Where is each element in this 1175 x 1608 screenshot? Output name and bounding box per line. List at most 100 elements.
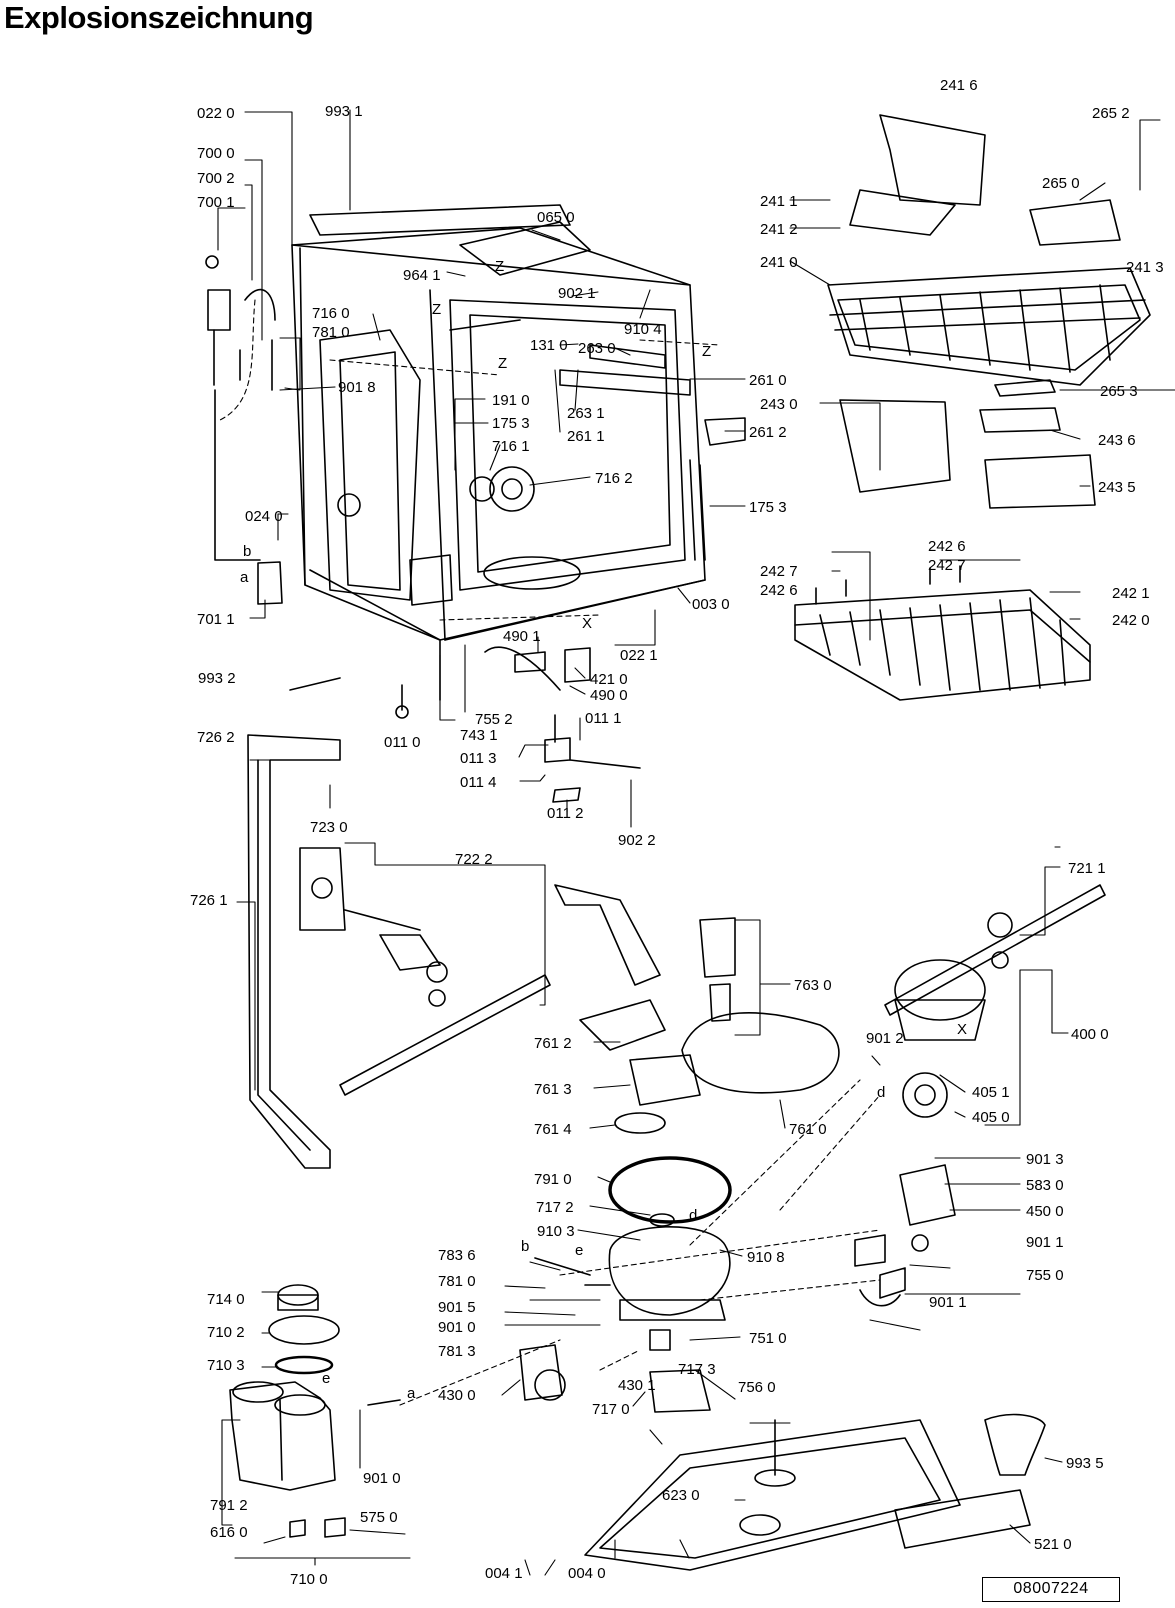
part-label: 783 6: [438, 1247, 476, 1264]
part-label: 717 0: [592, 1401, 630, 1418]
connection-marker: X: [957, 1021, 967, 1038]
part-label: 781 3: [438, 1343, 476, 1360]
part-label: 490 0: [590, 687, 628, 704]
part-label: 242 7: [760, 563, 798, 580]
part-label: 265 3: [1100, 383, 1138, 400]
part-label: 714 0: [207, 1291, 245, 1308]
part-label: 723 0: [310, 819, 348, 836]
part-label: 024 0: [245, 508, 283, 525]
part-label: 175 3: [492, 415, 530, 432]
part-label: 701 1: [197, 611, 235, 628]
part-label: 241 0: [760, 254, 798, 271]
part-label: 263 1: [567, 405, 605, 422]
part-label: 405 1: [972, 1084, 1010, 1101]
part-label: 993 2: [198, 670, 236, 687]
part-label: 791 0: [534, 1171, 572, 1188]
part-label: 405 0: [972, 1109, 1010, 1126]
part-label: 901 8: [338, 379, 376, 396]
part-label: 242 0: [1112, 612, 1150, 629]
part-label: 011 0: [384, 734, 420, 751]
connection-marker: Z: [495, 258, 504, 275]
part-label: 243 5: [1098, 479, 1136, 496]
pump-motor: [854, 959, 986, 1307]
part-label: 993 1: [325, 103, 363, 120]
part-label: 261 1: [567, 428, 605, 445]
part-label: 910 3: [537, 1223, 575, 1240]
part-label: 716 1: [492, 438, 530, 455]
part-label: 700 0: [197, 145, 235, 162]
part-label: 755 2: [475, 711, 513, 728]
part-label: 011 4: [460, 774, 496, 791]
part-label: 791 2: [210, 1497, 248, 1514]
part-label: 763 0: [794, 977, 832, 994]
connection-marker: Z: [702, 343, 711, 360]
part-label: 756 0: [738, 1379, 776, 1396]
part-label: 901 1: [929, 1294, 967, 1311]
part-label: 261 2: [749, 424, 787, 441]
part-label: 065 0: [537, 209, 575, 226]
part-label: 623 0: [662, 1487, 700, 1504]
spray-system: [247, 734, 1106, 1413]
part-label: 011 2: [547, 805, 583, 822]
part-label: 710 2: [207, 1324, 245, 1341]
part-label: 993 5: [1066, 1455, 1104, 1472]
part-label: 400 0: [1071, 1026, 1109, 1043]
part-label: 743 1: [460, 727, 498, 744]
part-label: 761 2: [534, 1035, 572, 1052]
part-label: 726 2: [197, 729, 235, 746]
part-label: 751 0: [749, 1330, 787, 1347]
part-label: 781 0: [312, 324, 350, 341]
part-label: 242 6: [760, 582, 798, 599]
part-label: 175 3: [749, 499, 787, 516]
part-label: 901 1: [1026, 1234, 1064, 1251]
connection-marker: e: [575, 1242, 583, 1259]
part-label: 265 0: [1042, 175, 1080, 192]
part-label: 241 3: [1126, 259, 1164, 276]
part-label: 910 8: [747, 1249, 785, 1266]
part-label: 761 0: [789, 1121, 827, 1138]
part-label: 243 6: [1098, 432, 1136, 449]
part-label: 265 2: [1092, 105, 1130, 122]
part-label: 241 6: [940, 77, 978, 94]
connection-marker: Z: [432, 301, 441, 318]
lower-basket: [794, 565, 1091, 701]
connection-marker: d: [689, 1207, 697, 1224]
part-label: 716 2: [595, 470, 633, 487]
controls-wiring: [484, 646, 641, 803]
part-label: 242 7: [928, 557, 966, 574]
tub-cabinet: [291, 204, 706, 701]
part-label: 003 0: [692, 596, 730, 613]
part-label: 901 0: [438, 1319, 476, 1336]
part-label: 450 0: [1026, 1203, 1064, 1220]
routing-dashes: [219, 299, 881, 1406]
part-label: 710 0: [290, 1571, 328, 1588]
part-label: 710 3: [207, 1357, 245, 1374]
part-label: 700 1: [197, 194, 235, 211]
left-hoses: [205, 255, 409, 719]
part-label: 521 0: [1034, 1536, 1072, 1553]
page-title: Explosionszeichnung: [4, 0, 314, 35]
part-label: 902 1: [558, 285, 596, 302]
part-label: 717 2: [536, 1199, 574, 1216]
part-label: 901 3: [1026, 1151, 1064, 1168]
connection-marker: d: [877, 1084, 885, 1101]
part-label: 430 0: [438, 1387, 476, 1404]
part-label: 490 1: [503, 628, 541, 645]
part-label: 717 3: [678, 1361, 716, 1378]
part-label: 910 4: [624, 321, 662, 338]
base-plate: [584, 1413, 1046, 1571]
part-label: 421 0: [590, 671, 628, 688]
part-label: 616 0: [210, 1524, 248, 1541]
part-label: 241 1: [760, 193, 798, 210]
part-label: 011 1: [585, 710, 621, 727]
connection-marker: b: [243, 543, 251, 560]
part-label: 902 2: [618, 832, 656, 849]
part-label: 761 3: [534, 1081, 572, 1098]
part-label: 901 2: [866, 1030, 904, 1047]
part-label: 901 5: [438, 1299, 476, 1316]
part-label: 131 0: [530, 337, 568, 354]
part-label: 901 0: [363, 1470, 401, 1487]
